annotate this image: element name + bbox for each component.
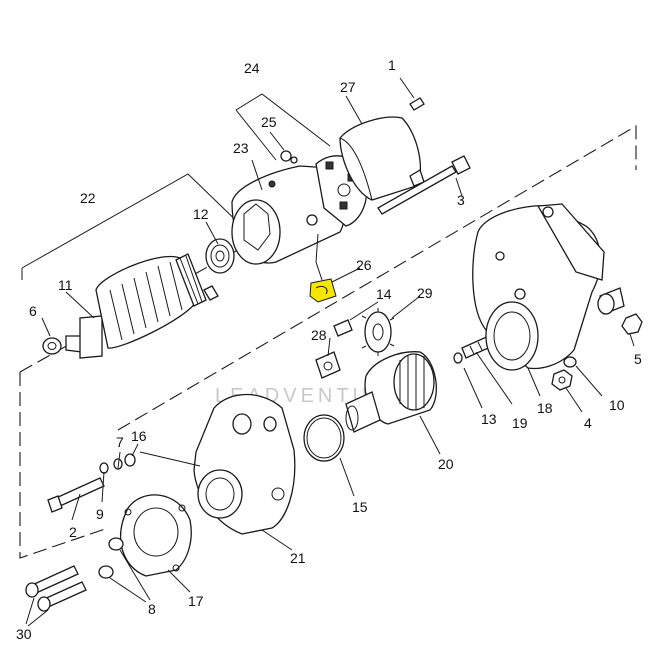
callout-22: 22: [80, 190, 96, 206]
bracket-24-b: [235, 109, 277, 161]
bolt-2-part: [47, 477, 105, 513]
nut-4-part: [551, 369, 573, 391]
clutch-20-part: [345, 351, 437, 433]
washers-8-part: [98, 537, 124, 579]
bearing-12-part: [205, 238, 235, 274]
clip-25-part: [280, 150, 298, 164]
callout-8: 8: [148, 601, 156, 617]
callout-labels: 1 2 3 4 5 6 7 8 9 10 11 12 13 14 15 16 1…: [16, 57, 642, 642]
callout-23: 23: [233, 140, 249, 156]
callout-17: 17: [188, 593, 204, 609]
callout-5: 5: [634, 351, 642, 367]
callout-4: 4: [584, 415, 592, 431]
callout-1: 1: [388, 57, 396, 73]
callout-30: 30: [16, 626, 32, 642]
brush-lead-26-part: [309, 233, 337, 303]
callout-13: 13: [481, 411, 497, 427]
callout-24: 24: [244, 60, 260, 76]
gasket-17-part: [120, 494, 192, 577]
gear-case-18-part: [472, 203, 605, 371]
callout-14: 14: [376, 286, 392, 302]
bracket-22: [21, 173, 249, 269]
callout-7: 7: [116, 434, 124, 450]
callout-12: 12: [193, 206, 209, 222]
callout-20: 20: [438, 456, 454, 472]
callout-2: 2: [69, 524, 77, 540]
callout-9: 9: [96, 506, 104, 522]
leader-lines: [25, 77, 635, 627]
bracket-24: [235, 93, 331, 147]
callout-16: 16: [131, 428, 147, 444]
callout-3: 3: [457, 192, 465, 208]
callout-18: 18: [537, 400, 553, 416]
washer-10-part: [563, 356, 577, 368]
callout-28: 28: [311, 327, 327, 343]
washer-6-part: [42, 337, 62, 355]
washer-9-part: [99, 462, 109, 474]
callout-27: 27: [340, 79, 356, 95]
callout-15: 15: [352, 499, 368, 515]
callout-26: 26: [356, 257, 372, 273]
through-bolt-3-part: [377, 155, 471, 215]
o-ring-16-part: [124, 453, 136, 467]
callout-6: 6: [29, 303, 37, 319]
o-ring-15-part: [303, 414, 345, 462]
washer-13-part: [453, 352, 463, 364]
armature-part: [65, 253, 219, 359]
callout-25: 25: [261, 114, 277, 130]
pin-14-part: [333, 319, 353, 337]
callout-21: 21: [290, 550, 306, 566]
screw-1-part: [409, 97, 425, 111]
callout-19: 19: [512, 415, 528, 431]
callout-10: 10: [609, 397, 625, 413]
terminal-5-part: [597, 287, 643, 335]
gear-29-part: [361, 308, 395, 356]
housing-21-part: [193, 393, 296, 535]
bolts-30-part: [25, 565, 87, 612]
callout-29: 29: [417, 285, 433, 301]
callout-11: 11: [58, 277, 73, 293]
